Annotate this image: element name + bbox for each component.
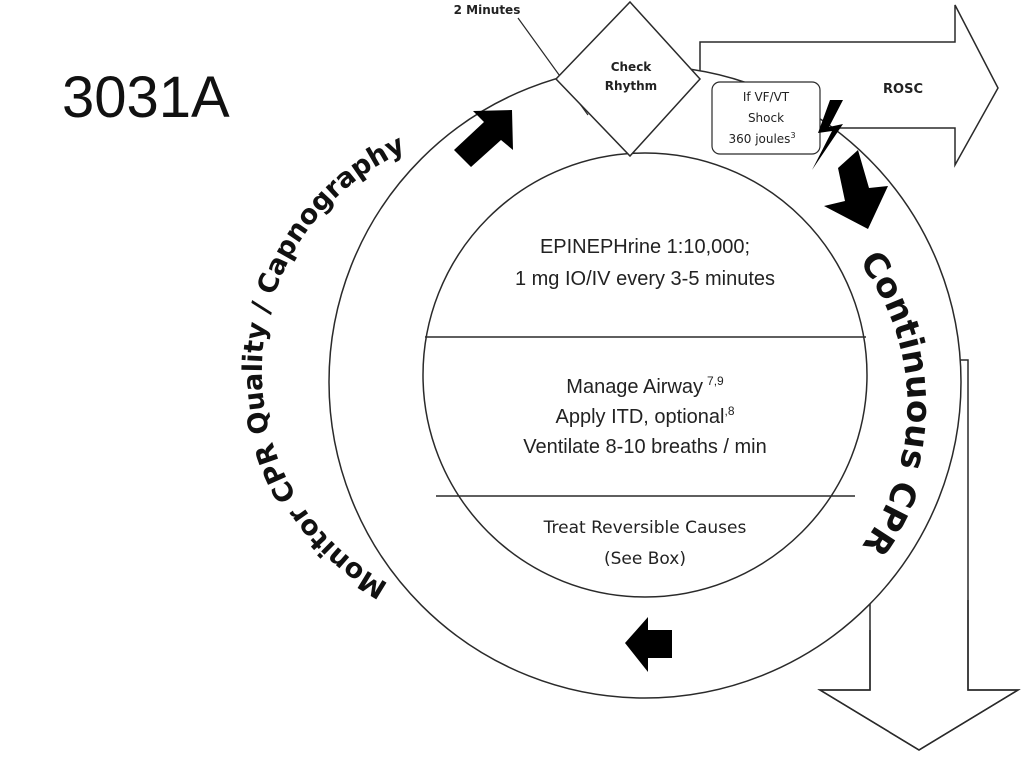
epinephrine-line1: EPINEPHrine 1:10,000; <box>540 236 750 258</box>
shock-energy: 360 joules <box>728 132 790 146</box>
reversible-causes-line1: Treat Reversible Causes <box>543 518 747 538</box>
shock-box <box>711 81 821 155</box>
airway-line2-text: Apply ITD, optional <box>556 406 725 428</box>
airway-line2: Apply ITD, optional,8 <box>556 404 735 428</box>
airway-line2-footnote: ,8 <box>724 404 734 418</box>
check-rhythm-label-line1: Check <box>611 60 653 74</box>
inner-circle <box>422 152 868 598</box>
shock-box-line2: Shock <box>748 111 784 125</box>
arrow-icon-upper-right <box>824 150 888 229</box>
timer-label: 2 Minutes <box>454 3 521 17</box>
airway-line1-footnote: 7,9 <box>707 374 724 388</box>
rosc-label: ROSC <box>883 82 923 97</box>
lightning-bolt-icon <box>812 100 843 170</box>
shock-box-line3: 360 joules3 <box>728 131 795 146</box>
reversible-causes-line2: (See Box) <box>604 549 686 569</box>
check-rhythm-label-line2: Rhythm <box>605 79 657 93</box>
continuation-down-arrow-front <box>817 600 1021 751</box>
airway-line1-text: Manage Airway <box>566 376 703 398</box>
airway-line3: Ventilate 8-10 breaths / min <box>523 436 766 458</box>
epinephrine-line2: 1 mg IO/IV every 3-5 minutes <box>515 268 775 290</box>
shock-box-line1: If VF/VT <box>743 90 790 104</box>
arrow-icon-upper-left <box>454 110 513 167</box>
slide-code: 3031A <box>62 65 230 130</box>
shock-footnote: 3 <box>790 131 795 140</box>
airway-line1: Manage Airway 7,9 <box>566 374 724 398</box>
arrow-icon-bottom <box>625 617 672 672</box>
check-rhythm-diamond <box>554 0 702 158</box>
